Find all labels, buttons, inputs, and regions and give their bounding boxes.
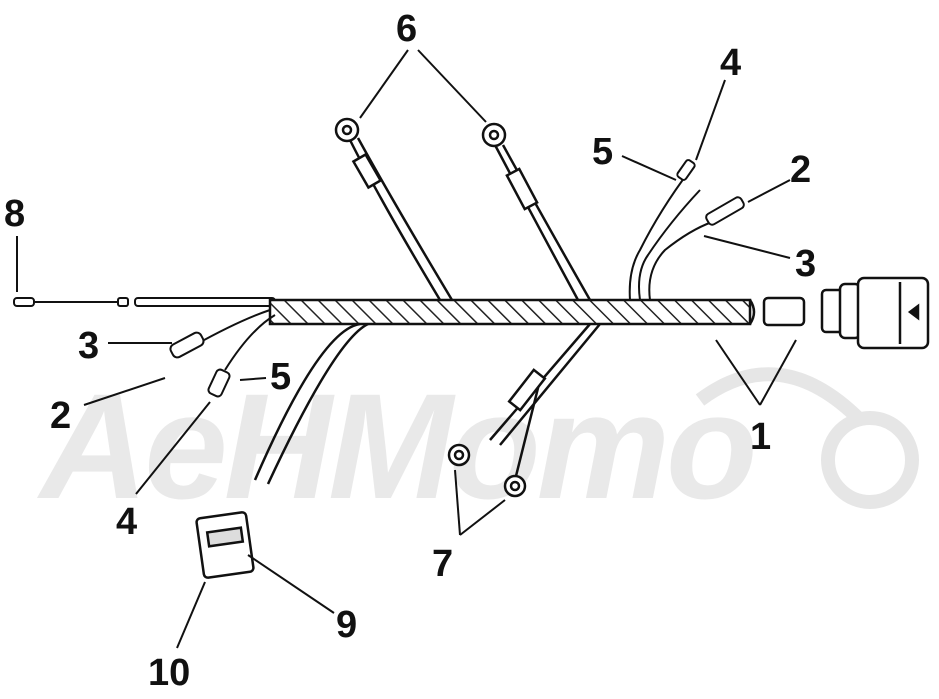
callout-3-right: 3 <box>795 243 817 285</box>
callout-4-bottom: 4 <box>116 501 138 543</box>
main-trunk <box>268 296 806 327</box>
callout-8: 8 <box>4 193 26 235</box>
leader-lines <box>16 49 797 649</box>
callout-5-top: 5 <box>592 131 614 173</box>
callout-7: 7 <box>432 543 454 585</box>
callout-6: 6 <box>396 8 418 50</box>
probe-wire-8 <box>13 297 276 307</box>
callout-1: 1 <box>750 416 772 458</box>
callout-2-left: 2 <box>50 395 72 437</box>
callout-2-top: 2 <box>790 149 812 191</box>
plug-connector-9-10 <box>195 322 369 579</box>
main-connector-1 <box>820 276 930 350</box>
watermark-wheel <box>695 367 919 509</box>
bullet-connectors-left <box>169 309 276 398</box>
callout-3-left: 3 <box>78 325 100 367</box>
ring-terminals-7 <box>447 323 601 498</box>
callout-9: 9 <box>336 604 358 646</box>
watermark: AeHMomo <box>40 362 758 530</box>
ring-terminals-6 <box>334 117 592 301</box>
callout-4-top: 4 <box>720 42 742 84</box>
bullet-connectors-top <box>628 159 745 301</box>
callout-10: 10 <box>148 652 191 694</box>
callout-5-left: 5 <box>270 356 292 398</box>
